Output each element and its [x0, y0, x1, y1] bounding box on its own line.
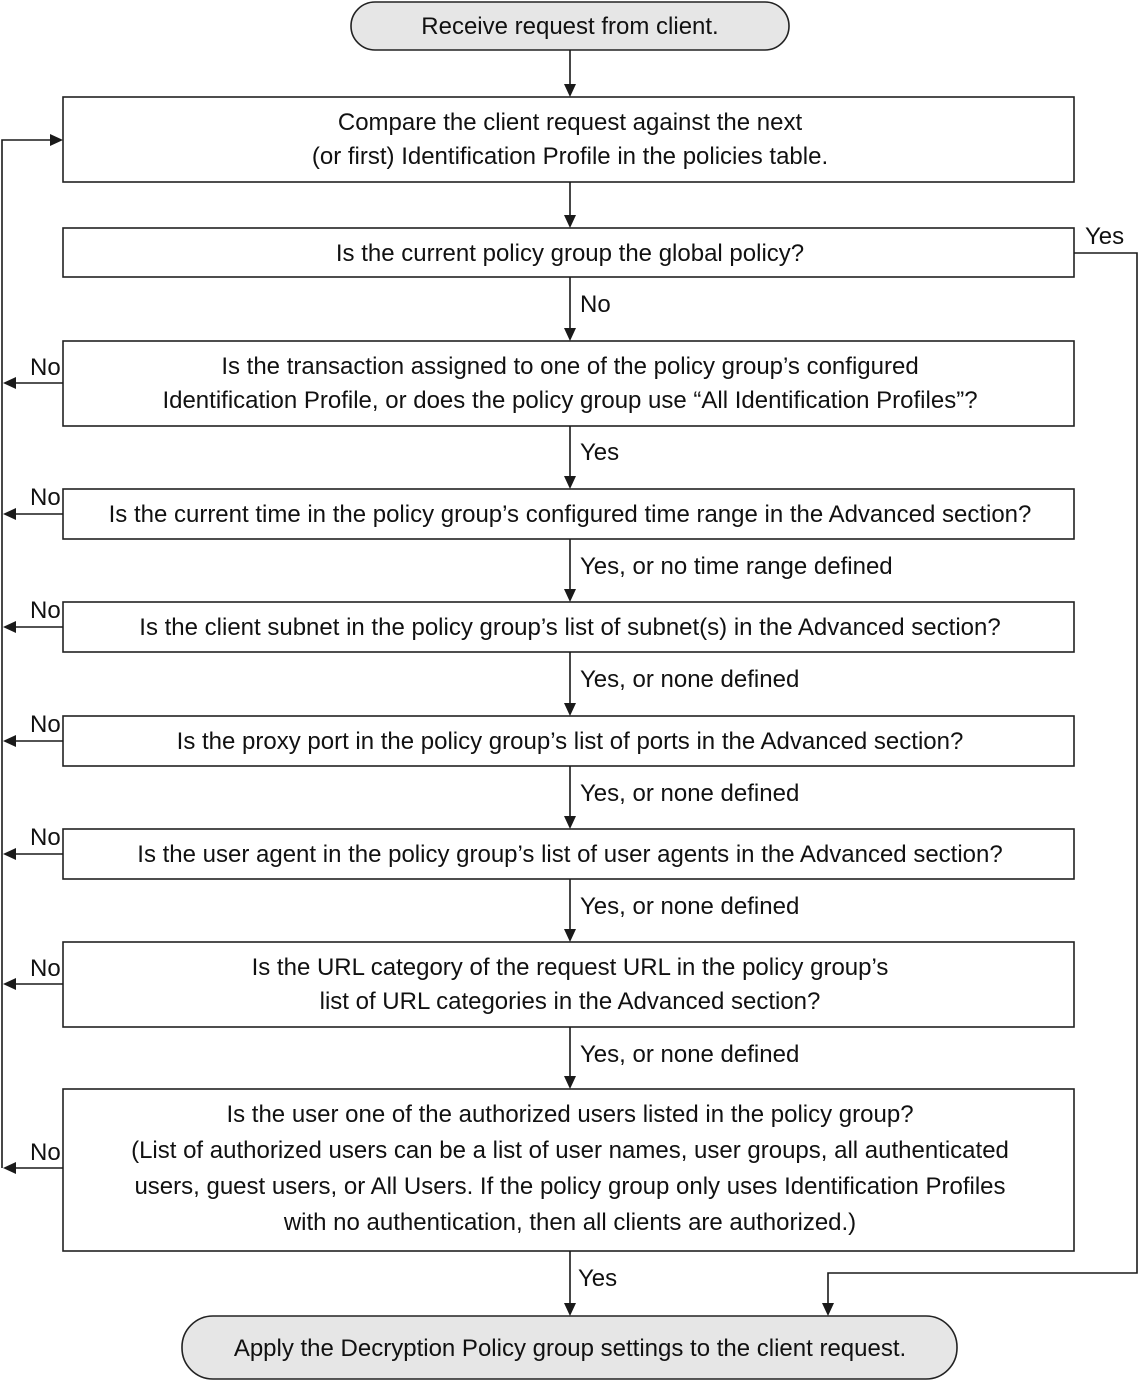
label-profile-no: No [30, 354, 61, 381]
url-category-question-line-2: list of URL categories in the Advanced s… [320, 988, 821, 1015]
authorized-users-line-4: with no authentication, then all clients… [283, 1209, 856, 1236]
subnet-decision-box [62, 601, 1075, 653]
arrowhead-down [564, 476, 576, 489]
arrowhead-left [3, 1162, 16, 1174]
arrowhead-down [564, 1303, 576, 1316]
arrowhead-down [564, 84, 576, 97]
start-label: Receive request from client. [421, 13, 718, 40]
arrowhead-left [3, 848, 16, 860]
label-profile-yes: Yes [580, 439, 619, 466]
compare-line-2: (or first) Identification Profile in the… [312, 143, 828, 170]
arrowhead-down [564, 929, 576, 942]
end-label: Apply the Decryption Policy group settin… [234, 1335, 906, 1362]
arrowhead-left [3, 621, 16, 633]
connector-global-yes-bypass [827, 252, 1138, 1305]
label-users-no: No [30, 1139, 61, 1166]
authorized-users-line-2: (List of authorized users can be a list … [131, 1137, 1009, 1164]
subnet-question: Is the client subnet in the policy group… [139, 614, 1000, 641]
user-agent-question: Is the user agent in the policy group’s … [137, 841, 1002, 868]
arrowhead-down [564, 816, 576, 829]
time-range-question: Is the current time in the policy group’… [109, 501, 1032, 528]
label-time-yes: Yes, or no time range defined [580, 553, 893, 580]
identification-profile-decision-box [62, 340, 1075, 427]
profile-question-line-2: Identification Profile, or does the poli… [162, 387, 977, 414]
user-agent-decision-box [62, 828, 1075, 880]
profile-question-line-1: Is the transaction assigned to one of th… [221, 353, 918, 380]
end-terminal [181, 1315, 958, 1380]
label-global-yes: Yes [1085, 223, 1124, 250]
label-global-no: No [580, 291, 611, 318]
label-port-yes: Yes, or none defined [580, 780, 799, 807]
arrowhead-down [564, 1076, 576, 1089]
label-agent-no: No [30, 824, 61, 851]
label-url-yes: Yes, or none defined [580, 1041, 799, 1068]
arrowhead-left [3, 377, 16, 389]
label-url-no: No [30, 955, 61, 982]
url-category-question-line-1: Is the URL category of the request URL i… [252, 954, 889, 981]
global-policy-decision-box [62, 227, 1075, 278]
arrowhead-left [3, 978, 16, 990]
label-subnet-no: No [30, 597, 61, 624]
label-time-no: No [30, 484, 61, 511]
global-policy-question: Is the current policy group the global p… [336, 240, 804, 267]
arrowhead-down [564, 215, 576, 228]
label-port-no: No [30, 711, 61, 738]
arrowhead-left [3, 508, 16, 520]
time-range-decision-box [62, 488, 1075, 540]
authorized-users-line-3: users, guest users, or All Users. If the… [134, 1173, 1005, 1200]
arrowhead-down [564, 589, 576, 602]
authorized-users-line-1: Is the user one of the authorized users … [226, 1101, 913, 1128]
label-agent-yes: Yes, or none defined [580, 893, 799, 920]
arrowhead-right [50, 134, 63, 146]
label-subnet-yes: Yes, or none defined [580, 666, 799, 693]
compare-identification-profile-box [62, 96, 1075, 183]
connector-no-loop-back [1, 139, 52, 1168]
arrowhead-left [3, 735, 16, 747]
proxy-port-decision-box [62, 715, 1075, 767]
label-users-yes: Yes [578, 1265, 617, 1292]
proxy-port-question: Is the proxy port in the policy group’s … [177, 728, 964, 755]
arrowhead-down [564, 328, 576, 341]
authorized-users-decision-box [62, 1088, 1075, 1252]
compare-line-1: Compare the client request against the n… [338, 109, 803, 136]
arrowhead-down [564, 703, 576, 716]
arrowhead-down [822, 1303, 834, 1316]
